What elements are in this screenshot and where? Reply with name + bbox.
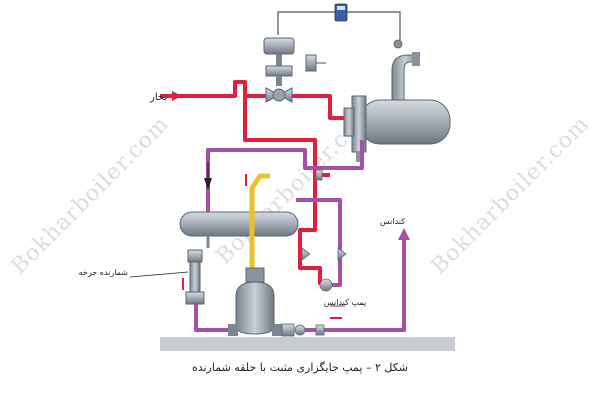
condensate-pump bbox=[228, 267, 282, 336]
counter-label: شمارنده جرخه bbox=[79, 268, 129, 277]
vent-line bbox=[249, 173, 270, 280]
condensate-outlet-arrow-icon bbox=[398, 228, 410, 240]
condensate-label: کندانس bbox=[380, 217, 405, 226]
pump-label: پمپ کندانس bbox=[324, 298, 366, 307]
cycle-counter bbox=[182, 249, 205, 305]
loop-valve-icons bbox=[301, 169, 347, 292]
steam-inlet-arrow-icon bbox=[172, 91, 182, 101]
figure-caption: شکل ۲ – پمپ جایگزاری مثبت با حلقه شمارند… bbox=[192, 361, 408, 374]
steam-label: بخار bbox=[149, 92, 167, 103]
pilot-valve-icon bbox=[305, 54, 326, 72]
control-valve bbox=[263, 37, 295, 103]
heat-exchanger bbox=[343, 52, 451, 162]
counter-leader-line bbox=[129, 271, 189, 278]
receiver-tank bbox=[179, 211, 299, 248]
watermark-left: Bokharboiler.com bbox=[7, 111, 175, 279]
floor bbox=[160, 337, 455, 351]
temperature-sensor-icon bbox=[393, 39, 403, 49]
pump-outlet-valves bbox=[281, 323, 325, 337]
flow-down-arrow-icon bbox=[204, 178, 212, 190]
controller-icon bbox=[334, 3, 348, 22]
watermark-right: Bokharboiler.com bbox=[427, 111, 595, 279]
